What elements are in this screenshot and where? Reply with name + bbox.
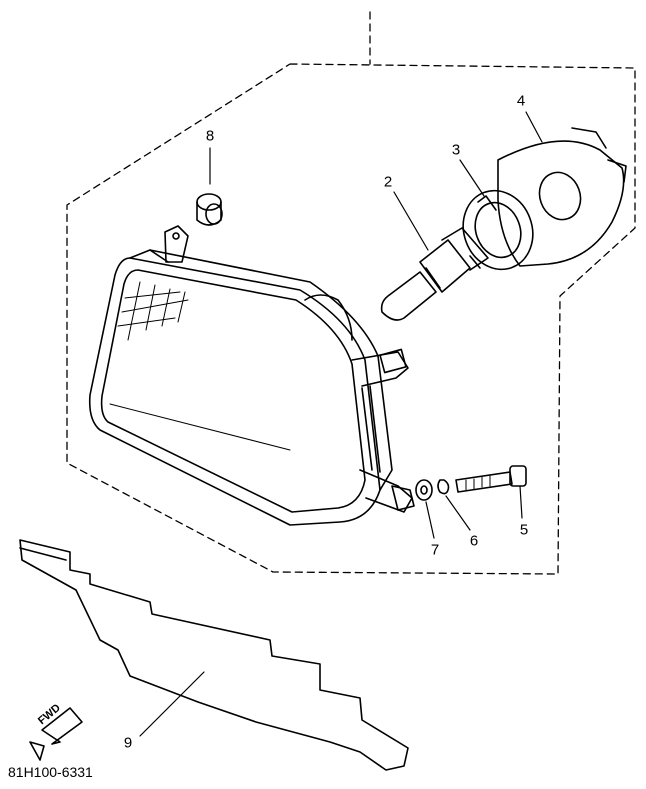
bulb-holder: [462, 189, 534, 271]
callout-8: 8: [205, 127, 215, 145]
callout-9: 9: [123, 734, 133, 752]
headlight-unit: [88, 225, 415, 526]
drawing-code: 81H100-6331: [8, 764, 93, 780]
callout-6: 6: [469, 532, 479, 550]
damper: [196, 193, 223, 226]
leader-lines: [139, 111, 543, 737]
nut: [415, 479, 433, 501]
callout-7: 7: [430, 541, 440, 559]
assembly-boundary: [66, 11, 636, 575]
headlight-bulb: [380, 227, 489, 321]
dust-cover: [497, 127, 627, 267]
mounting-plate: [19, 539, 409, 771]
callout-5: 5: [519, 521, 529, 539]
callout-2: 2: [383, 173, 393, 191]
callout-3: 3: [451, 141, 461, 159]
fwd-arrow-icon: [29, 707, 83, 761]
adjusting-screw: [455, 465, 527, 493]
spring-washer: [437, 479, 450, 495]
callout-4: 4: [516, 92, 526, 110]
